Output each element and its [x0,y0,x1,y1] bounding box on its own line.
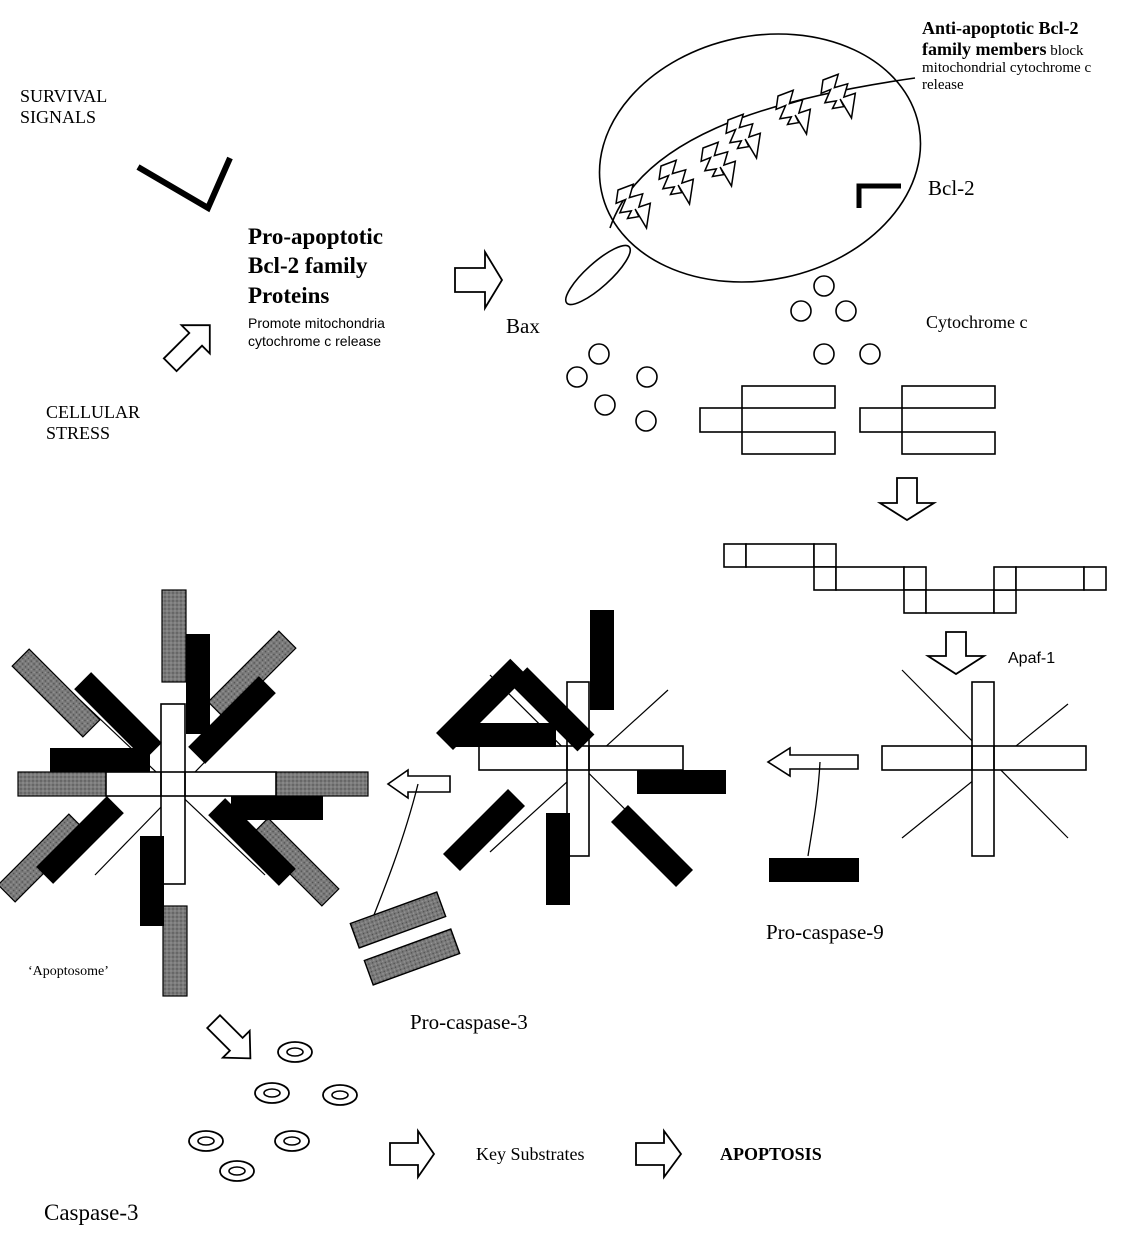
pro-apoptotic-desc-line-2: cytochrome c release [248,332,385,350]
bax-label: Bax [506,314,540,338]
pro-caspase-3-blocks [350,892,459,985]
apaf1-monomers [700,386,995,454]
arrow-left-procaspase9 [768,748,858,856]
pro-apoptotic-line-2: Bcl-2 family [248,251,383,280]
apoptosis-label: APOPTOSIS [720,1144,822,1165]
anti-apoptotic-line-2: family members block [922,39,1091,60]
cellular-stress-arrow [156,311,224,379]
bax-protein [559,238,637,312]
anti-apoptotic-line-3: mitochondrial cytochrome c [922,60,1091,77]
survival-signals-label: SURVIVAL SIGNALS [20,86,107,127]
cellular-stress-line-2: STRESS [46,423,140,444]
caspase-3-molecules [189,1042,357,1181]
mitochondrion [576,5,944,311]
pro-caspase-9-label: Pro-caspase-9 [766,920,884,944]
caspase-3-label: Caspase-3 [44,1200,139,1226]
cellular-stress-label: CELLULAR STRESS [46,402,140,443]
arrow-to-mitochondria [455,252,502,308]
anti-apoptotic-line-1: Anti-apoptotic Bcl-2 [922,18,1091,39]
survival-signals-line-1: SURVIVAL [20,86,107,107]
down-arrow-1 [880,478,934,520]
cytochrome-c-label: Cytochrome c [926,312,1027,333]
pro-caspase-9-block [769,858,859,882]
apaf1-label: Apaf-1 [1008,650,1055,668]
arrow-to-apoptosis [636,1131,681,1177]
arrow-to-caspase3 [200,1008,264,1072]
bcl2-label: Bcl-2 [928,176,975,200]
anti-apoptotic-label: Anti-apoptotic Bcl-2 family members bloc… [922,18,1091,95]
arrow-to-key-substrates [390,1131,434,1177]
down-arrow-2 [928,632,984,674]
apoptosome-label: ‘Apoptosome’ [28,964,109,980]
pro-apoptotic-line-3: Proteins [248,281,383,310]
apoptosome [0,590,368,996]
pro-apoptotic-desc-line-1: Promote mitochondria [248,314,385,332]
anti-apoptotic-line-2-bold: family members [922,39,1046,59]
survival-inhibition-mark [138,158,230,208]
pro-caspase-3-label: Pro-caspase-3 [410,1010,528,1034]
apaf1-caspase9-wheel [436,610,726,905]
anti-apoptotic-line-4: release [922,77,1091,94]
anti-apoptotic-line-2-rest: block [1046,43,1083,59]
cytochrome-c-circles-left [567,344,657,431]
cellular-stress-line-1: CELLULAR [46,402,140,423]
key-substrates-label: Key Substrates [476,1144,584,1165]
pro-apoptotic-description: Promote mitochondria cytochrome c releas… [248,314,385,350]
pro-apoptotic-line-1: Pro-apoptotic [248,222,383,251]
pro-apoptotic-label: Pro-apoptotic Bcl-2 family Proteins [248,222,383,310]
cytochrome-c-circles-right [791,276,880,364]
apaf1-wheel [882,670,1086,856]
survival-signals-line-2: SIGNALS [20,107,107,128]
apaf1-chain [724,544,1106,613]
